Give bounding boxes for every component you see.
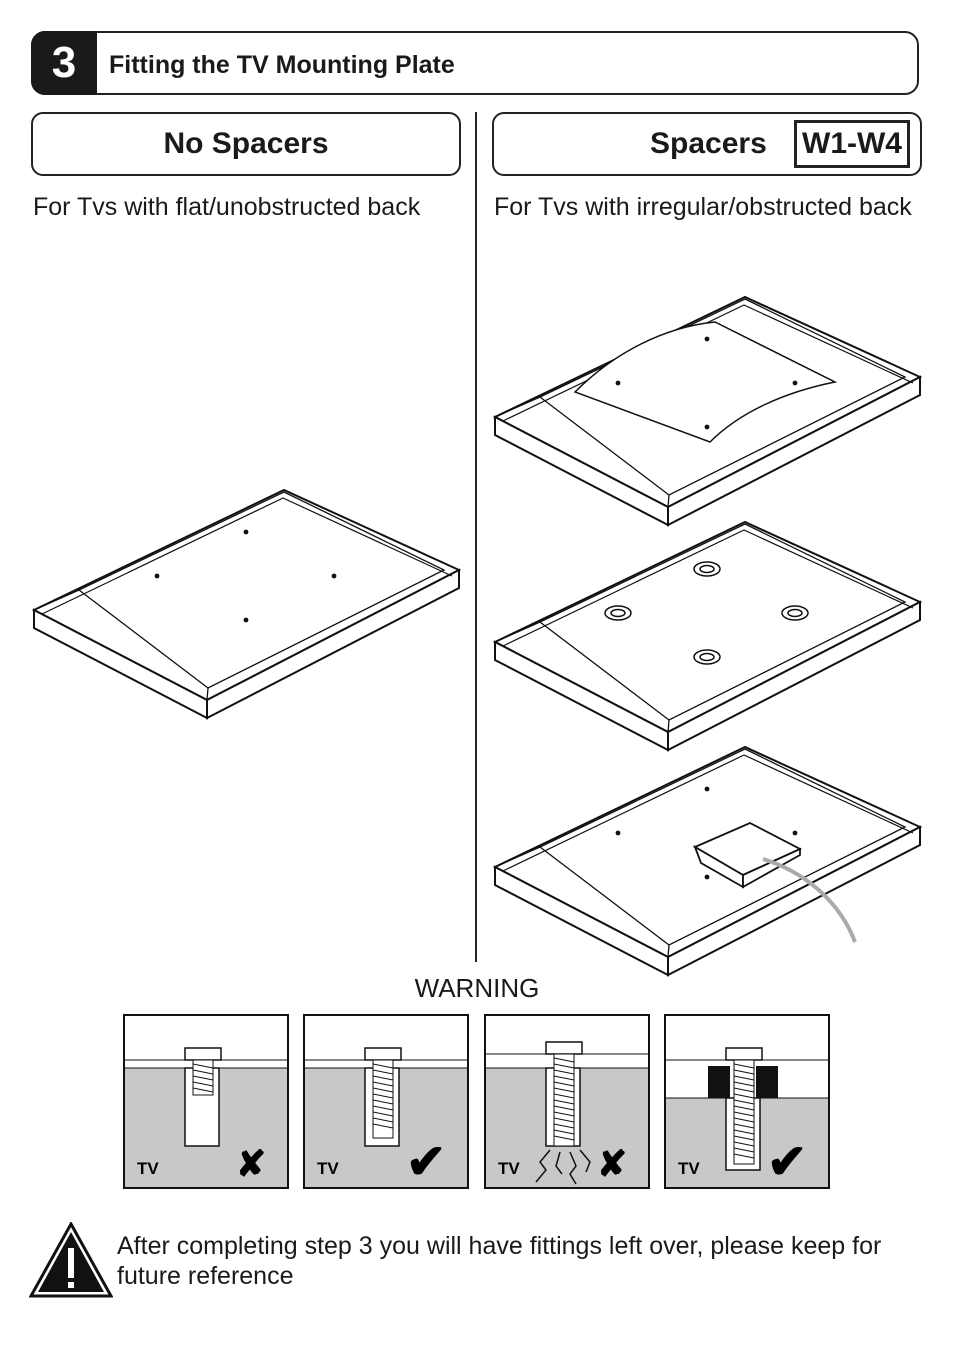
check-mark-icon: ✔: [406, 1136, 446, 1189]
tv-illustrations: [33, 296, 921, 976]
tv-label: TV: [498, 1159, 520, 1178]
no-spacers-heading: No Spacers: [163, 127, 329, 160]
tv-label: TV: [317, 1159, 339, 1178]
no-spacers-heading-box: No Spacers: [31, 112, 461, 176]
cross-mark-icon: ✘: [236, 1143, 266, 1184]
tv-curved-back: [494, 296, 921, 526]
check-mark-icon: ✔: [767, 1136, 807, 1189]
warning-panel-2: TV ✔: [303, 1014, 469, 1189]
step-title: Fitting the TV Mounting Plate: [109, 51, 455, 79]
tv-obstructed-back: [494, 746, 921, 976]
step-number: 3: [31, 31, 97, 95]
warning-panel-1: TV ✘: [123, 1014, 289, 1189]
step-header: 3 Fitting the TV Mounting Plate: [31, 31, 919, 95]
column-divider: [475, 112, 477, 962]
tv-label: TV: [137, 1159, 159, 1178]
exclamation-triangle-icon: [29, 1222, 113, 1298]
warning-panel-3: TV ✘: [484, 1014, 650, 1189]
warning-label: WARNING: [414, 973, 540, 1003]
warning-panel-4: TV ✔: [664, 1014, 830, 1189]
no-spacers-description: For Tvs with flat/unobstructed back: [33, 193, 421, 221]
tv-flat-back: [33, 489, 460, 719]
caution-note: After completing step 3 you will have fi…: [117, 1232, 882, 1290]
cross-mark-icon: ✘: [597, 1143, 627, 1184]
tv-label: TV: [678, 1159, 700, 1178]
tv-recessed-back: [494, 521, 921, 751]
spacers-heading: Spacers: [650, 127, 767, 160]
spacers-heading-box: Spacers W1-W4: [492, 112, 922, 176]
part-code: W1-W4: [802, 127, 902, 160]
part-code-box: W1-W4: [794, 120, 910, 168]
spacers-description: For Tvs with irregular/obstructed back: [494, 193, 912, 221]
